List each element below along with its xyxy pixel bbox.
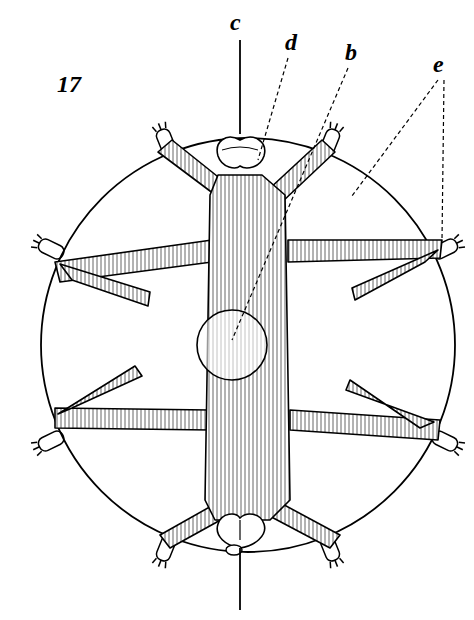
part-letter: e	[432, 52, 445, 76]
leader-lines	[232, 58, 444, 340]
cilia-paddles	[30, 121, 466, 569]
body-outline	[41, 138, 455, 552]
part-letter: d	[284, 30, 298, 54]
bottom-filament	[239, 548, 241, 610]
top-organ	[217, 137, 264, 168]
top-filament	[239, 40, 241, 134]
figure-number: 17	[56, 72, 82, 96]
bottom-organ	[217, 514, 264, 548]
part-letter: c	[229, 10, 242, 34]
part-letter: b	[344, 40, 358, 64]
central-organ	[197, 310, 267, 380]
canal-system	[55, 140, 442, 548]
